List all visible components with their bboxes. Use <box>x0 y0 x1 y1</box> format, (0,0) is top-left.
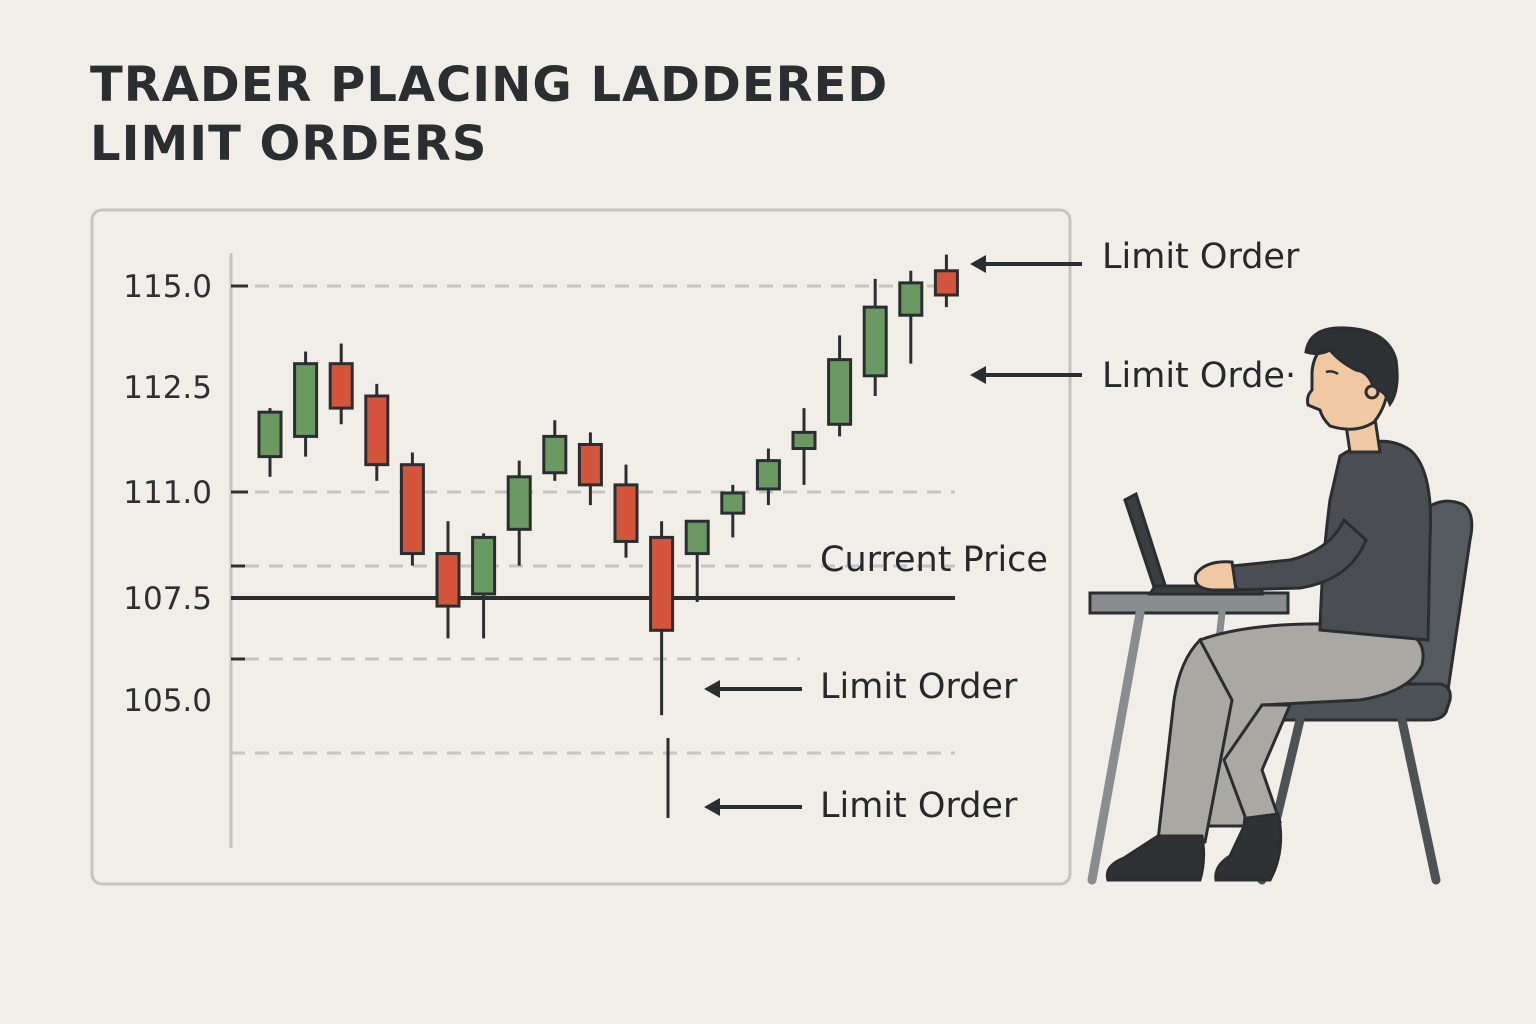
candle-body-bearish <box>364 394 390 467</box>
candle-body-bullish <box>471 535 497 596</box>
current-price-label: Current Price <box>820 540 1048 580</box>
candle-body-bullish <box>684 519 710 556</box>
candle-body-bearish <box>399 463 425 556</box>
candle-body-bearish <box>649 535 675 632</box>
y-major-ticks <box>231 284 248 494</box>
candles <box>257 254 959 716</box>
candle-body-bullish <box>542 434 568 475</box>
limit-order-annotations: Limit Order Limit Orde· Limit Order Limi… <box>704 237 1300 826</box>
trader-ear <box>1364 384 1380 400</box>
candle-body-bullish <box>720 491 746 515</box>
candle-body-bullish <box>755 459 781 491</box>
trader-illustration <box>1087 326 1474 885</box>
limit-order-4: Limit Order <box>704 786 1018 826</box>
limit-order-4-arrow-icon <box>704 798 720 816</box>
trader-thighs <box>1198 622 1425 828</box>
candle-body-bearish <box>613 483 639 543</box>
limit-order-3-arrow-icon <box>704 680 720 698</box>
limit-order-2-label: Limit Orde· <box>1102 356 1296 396</box>
trader-eye <box>1325 370 1339 376</box>
limit-order-3: Limit Order <box>704 667 1018 707</box>
candle-body-bullish <box>257 410 283 459</box>
desk-leg-left <box>1087 608 1145 885</box>
title-line-2: LIMIT ORDERS <box>90 116 487 172</box>
y-tick-label-5: 105.0 <box>123 683 212 719</box>
candle-body-bearish <box>435 552 461 608</box>
limit-order-4-label: Limit Order <box>820 786 1018 826</box>
candle-body-bearish <box>933 269 959 297</box>
limit-order-3-label: Limit Order <box>820 667 1018 707</box>
trader-shoe-back <box>1214 812 1283 882</box>
y-axis-minor-ticks <box>231 564 245 661</box>
y-tick-label-1: 115.0 <box>123 269 212 305</box>
trader-shoe-front <box>1105 834 1206 882</box>
candle-body-bearish <box>328 362 354 410</box>
laptop-screen <box>1123 491 1167 593</box>
grid-lines <box>231 284 955 755</box>
limit-order-2: Limit Orde· <box>970 356 1296 396</box>
trader-arm <box>1228 517 1368 592</box>
candle-body-bullish <box>827 358 853 426</box>
limit-order-1: Limit Order <box>970 237 1300 277</box>
desk-top <box>1088 591 1290 615</box>
candle-body-bullish <box>506 475 532 531</box>
y-tick-label-4: 107.5 <box>123 581 212 617</box>
chart-panel <box>90 208 1072 886</box>
candle-body-bullish <box>862 305 888 378</box>
limit-order-2-arrow-icon <box>970 366 986 384</box>
candle-body-bullish <box>293 362 319 438</box>
limit-order-1-label: Limit Order <box>1102 237 1300 277</box>
y-tick-label-3: 111.0 <box>123 475 212 511</box>
y-tick-label-2: 112.5 <box>123 370 212 406</box>
candle-body-bullish <box>791 430 817 451</box>
trader-hand <box>1193 560 1238 592</box>
y-tick-labels: 115.0 112.5 111.0 107.5 105.0 <box>123 269 212 719</box>
title-line-1: TRADER PLACING LADDERED <box>90 57 888 113</box>
candle-body-bullish <box>898 281 924 317</box>
limit-order-1-arrow-icon <box>970 255 986 273</box>
candle-body-bearish <box>577 442 603 487</box>
chair-leg-back <box>1397 715 1441 885</box>
